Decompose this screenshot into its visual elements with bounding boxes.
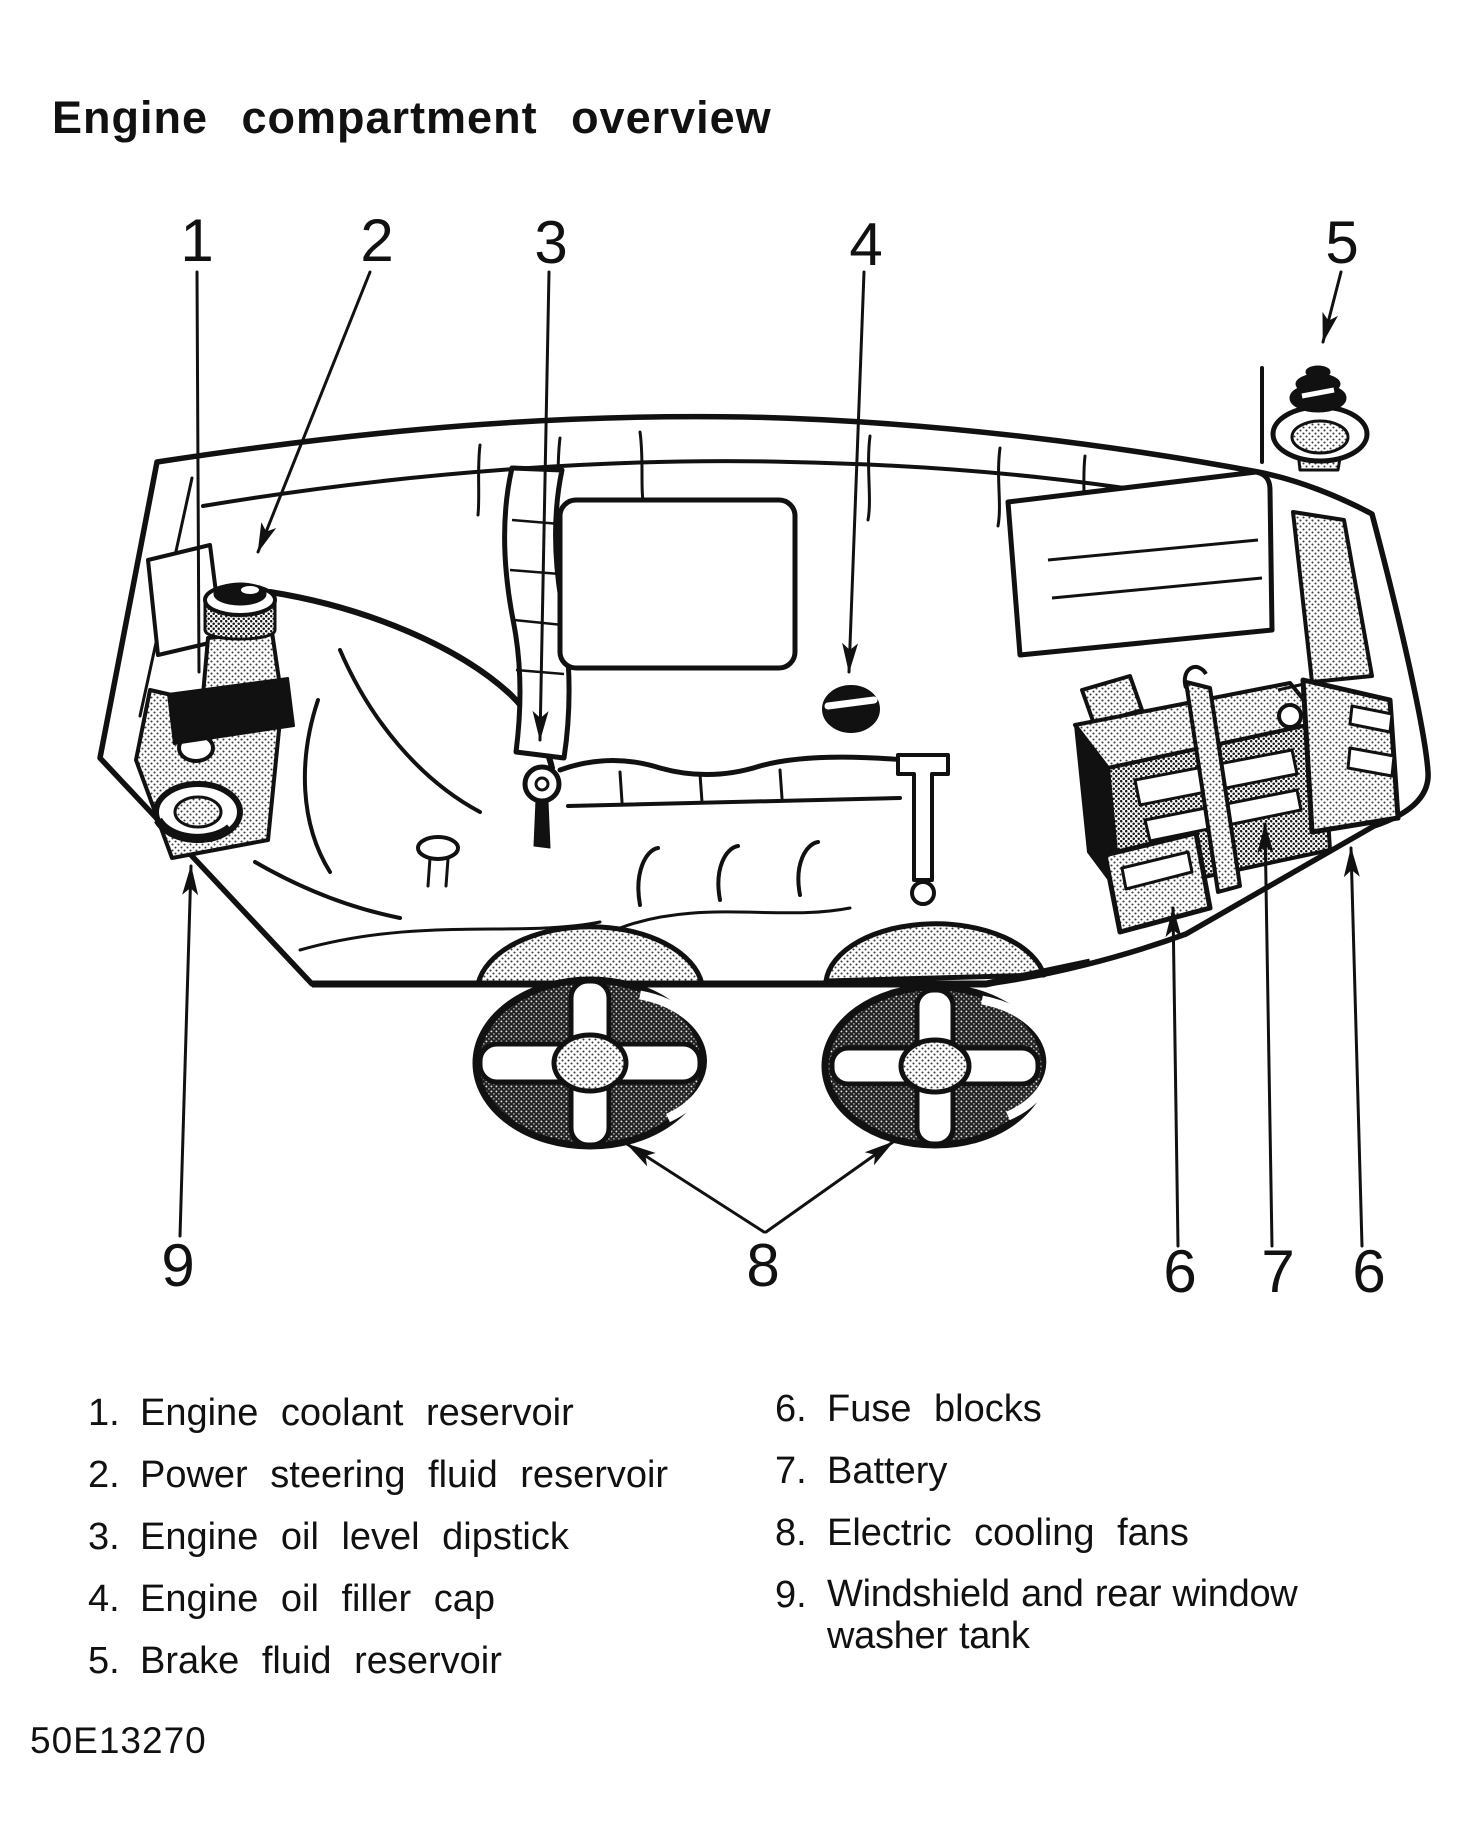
cooling-fan-right-art — [821, 983, 1056, 1149]
legend-item-label: Battery — [827, 1450, 948, 1492]
fuse-block-right-art — [1300, 677, 1401, 835]
leader-6-right — [1343, 846, 1364, 1248]
legend-item-number: 4. — [88, 1578, 120, 1620]
legend-item-number: 6. — [775, 1388, 807, 1430]
legend-item-2: 2. Power steering fluid reservoir — [88, 1454, 668, 1516]
callout-4: 4 — [849, 211, 883, 278]
leader-5 — [1321, 270, 1343, 344]
legend-item-8: 8. Electric cooling fans — [775, 1512, 1412, 1574]
legend-item-number: 8. — [775, 1512, 807, 1554]
callout-6-right: 6 — [1352, 1238, 1386, 1305]
dipstick-art — [502, 465, 572, 849]
callout-3: 3 — [534, 209, 568, 276]
callout-2: 2 — [360, 207, 394, 274]
callout-5: 5 — [1325, 209, 1359, 276]
legend-item-number: 3. — [88, 1516, 120, 1558]
page-title: Engine compartment overview — [52, 92, 772, 144]
legend-item-4: 4. Engine oil filler cap — [88, 1578, 668, 1640]
leader-4 — [842, 270, 866, 674]
fuse-block-lower-art — [1102, 830, 1213, 935]
cooling-fan-left-art — [472, 976, 716, 1150]
callout-8: 8 — [746, 1232, 780, 1299]
callout-7: 7 — [1261, 1238, 1295, 1305]
callout-1: 1 — [180, 207, 214, 274]
legend-left-column: 1. Engine coolant reservoir 2. Power ste… — [88, 1392, 668, 1702]
figure-code: 50E13270 — [30, 1720, 207, 1761]
leader-3 — [532, 270, 551, 742]
leader-lines — [178, 270, 1364, 1248]
legend-item-9: 9. Windshield and rear window washer tan… — [775, 1573, 1412, 1678]
washer-tank-filler-art — [153, 781, 243, 843]
callout-9: 9 — [161, 1232, 195, 1299]
legend-item-number: 5. — [88, 1640, 120, 1682]
leader-1 — [195, 270, 201, 674]
leader-9 — [178, 864, 199, 1238]
callout-6-left: 6 — [1163, 1238, 1197, 1305]
leader-2 — [256, 270, 372, 554]
relay-box-art — [1005, 469, 1374, 684]
leader-8-right — [764, 1140, 895, 1234]
leader-7 — [1257, 822, 1274, 1248]
leader-8-left — [625, 1142, 766, 1234]
reservoir-cluster-art — [134, 543, 295, 860]
legend-item-label: Engine oil filler cap — [140, 1578, 495, 1620]
battery-assembly-art — [1073, 665, 1401, 935]
legend-item-label: Brake fluid reservoir — [140, 1640, 502, 1682]
legend-item-6: 6. Fuse blocks — [775, 1388, 1412, 1450]
legend-item-7: 7. Battery — [775, 1450, 1412, 1512]
legend-item-label: Electric cooling fans — [827, 1512, 1189, 1554]
legend-item-label: Engine coolant reservoir — [140, 1392, 574, 1434]
legend-item-number: 2. — [88, 1454, 120, 1496]
legend-item-label: Fuse blocks — [827, 1388, 1042, 1430]
legend-item-5: 5. Brake fluid reservoir — [88, 1640, 668, 1702]
brake-fluid-reservoir-art — [1270, 365, 1370, 472]
engine-block-art — [557, 497, 950, 906]
legend-item-label: Engine oil level dipstick — [140, 1516, 569, 1558]
legend-item-1: 1. Engine coolant reservoir — [88, 1392, 668, 1454]
oil-filler-cap-art — [822, 685, 880, 733]
legend-item-label: Windshield and rear window washer tank — [827, 1573, 1298, 1657]
leader-6-left — [1165, 906, 1182, 1248]
legend-item-label: Power steering fluid reservoir — [140, 1454, 669, 1496]
legend-item-number: 9. — [775, 1574, 807, 1616]
legend-right-column: 6. Fuse blocks 7. Battery 8. Electric co… — [775, 1388, 1412, 1678]
compartment-outline-art — [97, 366, 1431, 987]
legend-item-number: 7. — [775, 1450, 807, 1492]
legend-item-number: 1. — [88, 1392, 120, 1434]
legend-item-3: 3. Engine oil level dipstick — [88, 1516, 668, 1578]
cooling-fans-art — [312, 921, 1091, 1150]
